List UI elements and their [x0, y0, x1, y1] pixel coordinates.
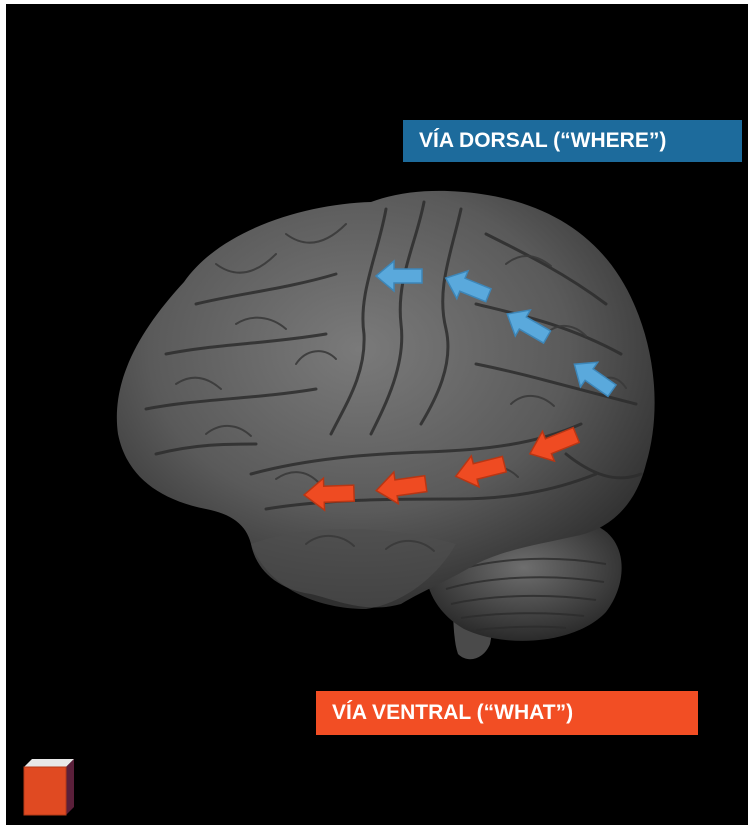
- figure-frame: VÍA DORSAL (“WHERE”) VÍA VENTRAL (“WHAT”…: [6, 4, 748, 825]
- ventral-pathway-label: VÍA VENTRAL (“WHAT”): [316, 691, 698, 735]
- dorsal-pathway-label: VÍA DORSAL (“WHERE”): [403, 120, 742, 162]
- orientation-cube-icon: [16, 757, 78, 817]
